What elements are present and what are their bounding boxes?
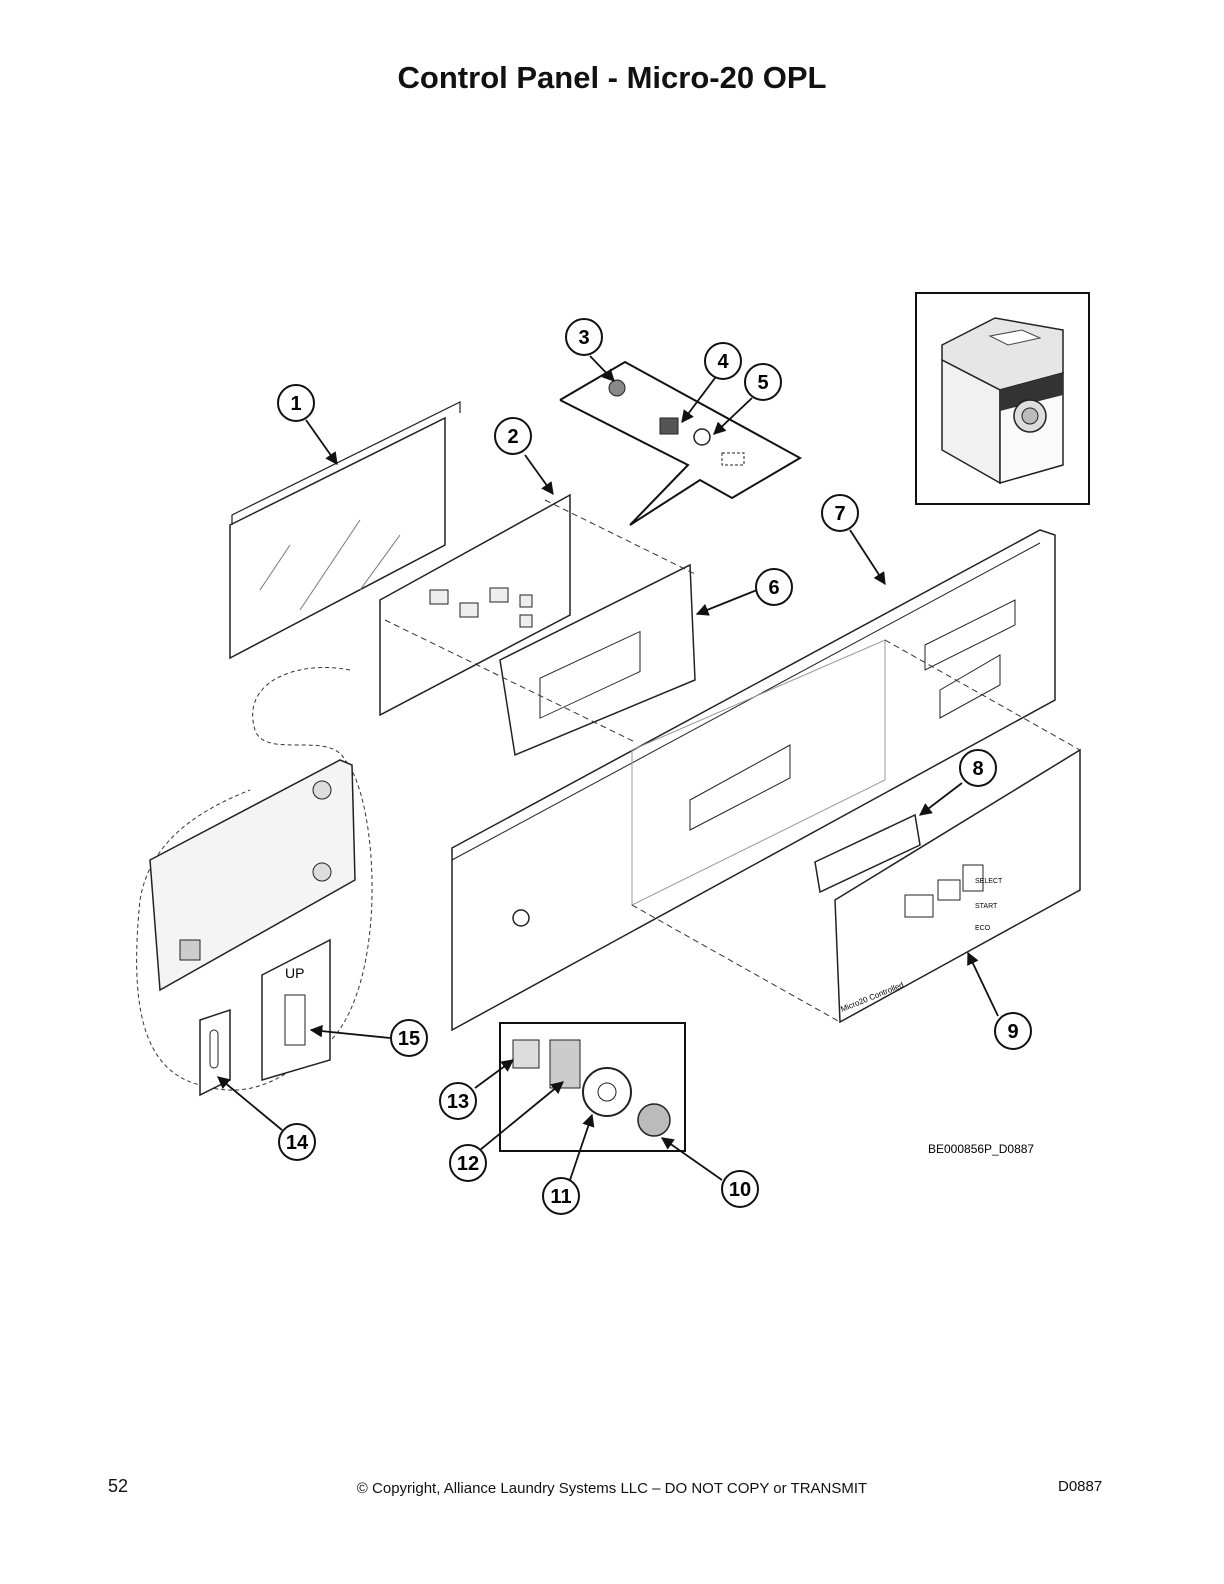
callout-5: 5 <box>744 363 782 401</box>
callout-6: 6 <box>755 568 793 606</box>
part-7-panel <box>451 529 1056 1032</box>
svg-text:2: 2 <box>507 426 518 448</box>
controller-board-detail: UP <box>136 667 373 1097</box>
svg-text:15: 15 <box>398 1028 420 1050</box>
copyright-notice: © Copyright, Alliance Laundry Systems LL… <box>356 1480 868 1497</box>
svg-text:6: 6 <box>768 577 779 599</box>
callout-3: 3 <box>565 318 603 356</box>
svg-text:12: 12 <box>457 1153 479 1175</box>
svg-text:4: 4 <box>717 351 729 373</box>
svg-text:14: 14 <box>286 1132 309 1154</box>
callout-12: 12 <box>449 1144 487 1182</box>
svg-text:11: 11 <box>550 1186 571 1208</box>
callout-1: 1 <box>277 384 315 422</box>
drawing-id: BE000856P_D0887 <box>928 1142 1034 1156</box>
page-title: Control Panel - Micro-20 OPL <box>397 60 827 95</box>
svg-text:1: 1 <box>290 393 301 415</box>
parts-10-13-group <box>499 1022 686 1152</box>
callout-9: 9 <box>994 1012 1032 1050</box>
callout-10: 10 <box>721 1170 759 1208</box>
eco-label: ECO <box>975 925 991 932</box>
svg-text:13: 13 <box>447 1091 469 1113</box>
parts-3-4-5-group <box>559 360 803 526</box>
part-8-window <box>814 813 921 894</box>
start-label: START <box>975 903 998 910</box>
machine-inset <box>915 292 1090 505</box>
callout-14: 14 <box>278 1123 316 1161</box>
callout-4: 4 <box>704 342 742 380</box>
callout-11: 11 <box>542 1177 580 1215</box>
svg-text:5: 5 <box>757 372 768 394</box>
svg-text:7: 7 <box>834 503 845 525</box>
part-2-board <box>379 493 571 717</box>
svg-text:9: 9 <box>1007 1021 1018 1043</box>
page-number: 52 <box>108 1476 129 1496</box>
chip-up-label: UP <box>285 965 304 981</box>
callout-2: 2 <box>494 417 532 455</box>
svg-text:3: 3 <box>578 327 589 349</box>
svg-text:8: 8 <box>972 758 983 780</box>
callout-8: 8 <box>959 749 997 787</box>
callout-7: 7 <box>821 494 859 532</box>
part-6-bracket <box>499 563 696 757</box>
part-1-cover <box>229 401 461 660</box>
leader-lines <box>217 355 999 1181</box>
svg-text:10: 10 <box>729 1179 751 1201</box>
callout-13: 13 <box>439 1082 477 1120</box>
callout-15: 15 <box>390 1019 428 1057</box>
select-label: SELECT <box>975 878 1003 885</box>
document-code: D0887 <box>1058 1478 1103 1495</box>
